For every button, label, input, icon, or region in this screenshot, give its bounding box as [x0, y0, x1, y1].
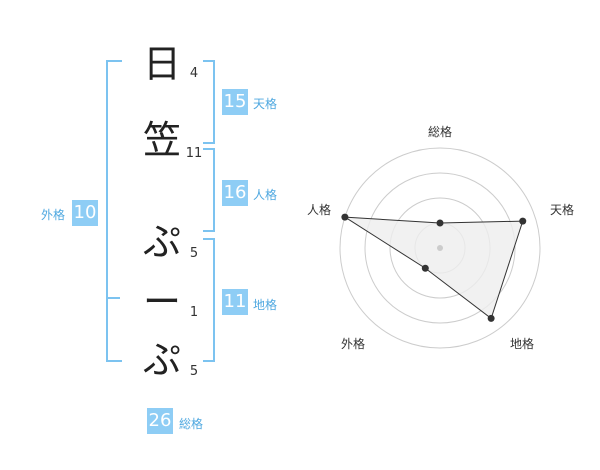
- radar-label-soukaku: 総格: [428, 125, 453, 139]
- stroke-count-3: 5: [189, 246, 199, 261]
- chikaku-bracket: [203, 238, 215, 362]
- tenkaku-label: 天格: [253, 97, 278, 111]
- tenkaku-bracket: [203, 60, 215, 144]
- radar-point-外格: [421, 264, 429, 272]
- soukaku-label: 総格: [179, 417, 204, 431]
- radar-label-gaikaku: 外格: [341, 337, 366, 351]
- gaikaku-label: 外格: [41, 208, 66, 222]
- name-char-3: ぷ: [142, 220, 181, 264]
- name-char-2: 笠: [142, 118, 181, 162]
- stroke-count-5: 5: [189, 364, 199, 379]
- jinkaku-label: 人格: [253, 188, 278, 202]
- gaikaku-value: 10: [72, 200, 98, 226]
- jinkaku-value: 16: [222, 180, 248, 206]
- radar-center: [437, 245, 443, 251]
- gaikaku-bracket-divider: [106, 297, 120, 299]
- name-char-4: ー: [142, 280, 181, 324]
- jinkaku-bracket: [203, 148, 215, 232]
- radar-point-地格: [487, 314, 495, 322]
- radar-point-総格: [436, 219, 444, 227]
- radar-ring: [339, 147, 541, 349]
- radar-label-tenkaku: 天格: [550, 203, 575, 217]
- radar-label-chikaku: 地格: [510, 337, 535, 351]
- name-char-1: 日: [142, 42, 181, 86]
- stroke-count-1: 4: [189, 66, 199, 81]
- chikaku-label: 地格: [253, 298, 278, 312]
- radar-point-天格: [519, 217, 527, 225]
- radar-label-jinkaku: 人格: [307, 203, 332, 217]
- soukaku-value: 26: [147, 408, 173, 434]
- stroke-count-4: 1: [189, 305, 199, 320]
- tenkaku-value: 15: [222, 89, 248, 115]
- radar-ring: [364, 172, 516, 324]
- chikaku-value: 11: [222, 289, 248, 315]
- radar-point-人格: [341, 213, 349, 221]
- stroke-count-2: 11: [185, 146, 203, 161]
- radar-polygon: [344, 216, 524, 320]
- name-char-5: ぷ: [142, 338, 181, 382]
- gaikaku-bracket: [106, 60, 122, 362]
